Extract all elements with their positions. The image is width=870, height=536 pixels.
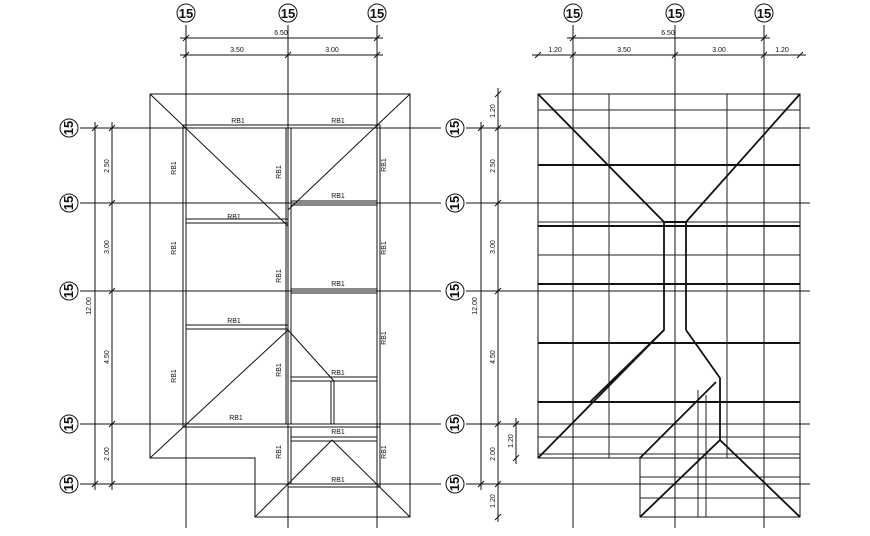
grid-bubble-top-2: 15 (278, 3, 298, 23)
grid-bubble-left-3: 15 (59, 281, 79, 301)
label-rb1: RB1 (381, 331, 388, 345)
svg-text:3.50: 3.50 (617, 47, 631, 54)
svg-text:1.20: 1.20 (490, 104, 497, 118)
label-rb1: RB1 (331, 193, 345, 200)
label-rb1: RB1 (171, 369, 178, 383)
label-rb1: RB1 (276, 445, 283, 459)
grid-bubble-mid-4: 15 (445, 414, 465, 434)
left-roof-plan: 15 15 15 6.50 3.50 3.00 15 15 (59, 3, 441, 528)
grid-bubble-mid-1: 15 (445, 118, 465, 138)
svg-text:1.20: 1.20 (490, 494, 497, 508)
svg-text:3.00: 3.00 (712, 47, 726, 54)
label-rb1: RB1 (381, 241, 388, 255)
svg-text:3.00: 3.00 (490, 240, 497, 254)
svg-text:1.20: 1.20 (548, 47, 562, 54)
svg-text:1.20: 1.20 (775, 47, 789, 54)
svg-text:15: 15 (179, 6, 193, 21)
svg-text:15: 15 (447, 121, 462, 135)
label-rb1: RB1 (227, 214, 241, 221)
svg-text:15: 15 (447, 477, 462, 491)
svg-text:15: 15 (61, 121, 76, 135)
label-rb1: RB1 (227, 318, 241, 325)
svg-text:15: 15 (370, 6, 384, 21)
svg-text:15: 15 (61, 196, 76, 210)
svg-text:15: 15 (757, 6, 771, 21)
svg-text:15: 15 (281, 6, 295, 21)
label-rb1: RB1 (331, 429, 345, 436)
label-rb1: RB1 (331, 118, 345, 125)
grid-bubble-mid-5: 15 (445, 474, 465, 494)
svg-text:15: 15 (61, 477, 76, 491)
svg-text:2.50: 2.50 (490, 159, 497, 173)
label-rb1: RB1 (381, 445, 388, 459)
grid-bubble-left-2: 15 (59, 193, 79, 213)
svg-text:4.50: 4.50 (490, 350, 497, 364)
svg-text:15: 15 (566, 6, 580, 21)
grid-bubble-left-4: 15 (59, 414, 79, 434)
svg-text:15: 15 (447, 284, 462, 298)
svg-text:2.00: 2.00 (104, 447, 111, 461)
svg-text:12.00: 12.00 (472, 297, 479, 315)
label-rb1: RB1 (276, 363, 283, 377)
grid-bubble-left-5: 15 (59, 474, 79, 494)
dim-bay-1: 3.50 (230, 47, 244, 54)
label-rb1: RB1 (331, 281, 345, 288)
grid-bubble-mid-3: 15 (445, 281, 465, 301)
svg-text:2.50: 2.50 (104, 159, 111, 173)
svg-text:1.20: 1.20 (508, 434, 515, 448)
svg-text:6.50: 6.50 (661, 30, 675, 37)
label-rb1: RB1 (276, 165, 283, 179)
hip-lines-right (537, 93, 801, 518)
label-rb1: RB1 (276, 269, 283, 283)
label-rb1: RB1 (331, 477, 345, 484)
label-rb1: RB1 (331, 370, 345, 377)
label-rb1: RB1 (231, 118, 245, 125)
purlin-grid (537, 93, 801, 518)
label-rb1: RB1 (229, 415, 243, 422)
dim-total-width: 6.50 (274, 30, 288, 37)
svg-text:15: 15 (61, 417, 76, 431)
svg-text:4.50: 4.50 (104, 350, 111, 364)
dim-bay-2: 3.00 (325, 47, 339, 54)
grid-bubble-left-1: 15 (59, 118, 79, 138)
svg-text:2.00: 2.00 (490, 447, 497, 461)
svg-text:15: 15 (447, 196, 462, 210)
svg-text:15: 15 (61, 284, 76, 298)
hip-lines (149, 93, 411, 518)
grid-bubble-top-5: 15 (665, 3, 685, 23)
grid-bubble-top-1: 15 (176, 3, 196, 23)
label-rb1: RB1 (171, 241, 178, 255)
ring-beams (182, 124, 381, 488)
dim-total-height: 12.00 (86, 297, 93, 315)
svg-text:15: 15 (668, 6, 682, 21)
svg-text:3.00: 3.00 (104, 240, 111, 254)
grid-bubble-top-6: 15 (754, 3, 774, 23)
svg-text:15: 15 (447, 417, 462, 431)
label-rb1: RB1 (171, 161, 178, 175)
grid-bubble-top-4: 15 (563, 3, 583, 23)
label-rb1: RB1 (381, 158, 388, 172)
grid-bubble-top-3: 15 (367, 3, 387, 23)
right-roof-plan: 15 15 15 6.50 1.20 3.50 3.00 1.20 (466, 3, 810, 528)
grid-bubble-mid-2: 15 (445, 193, 465, 213)
